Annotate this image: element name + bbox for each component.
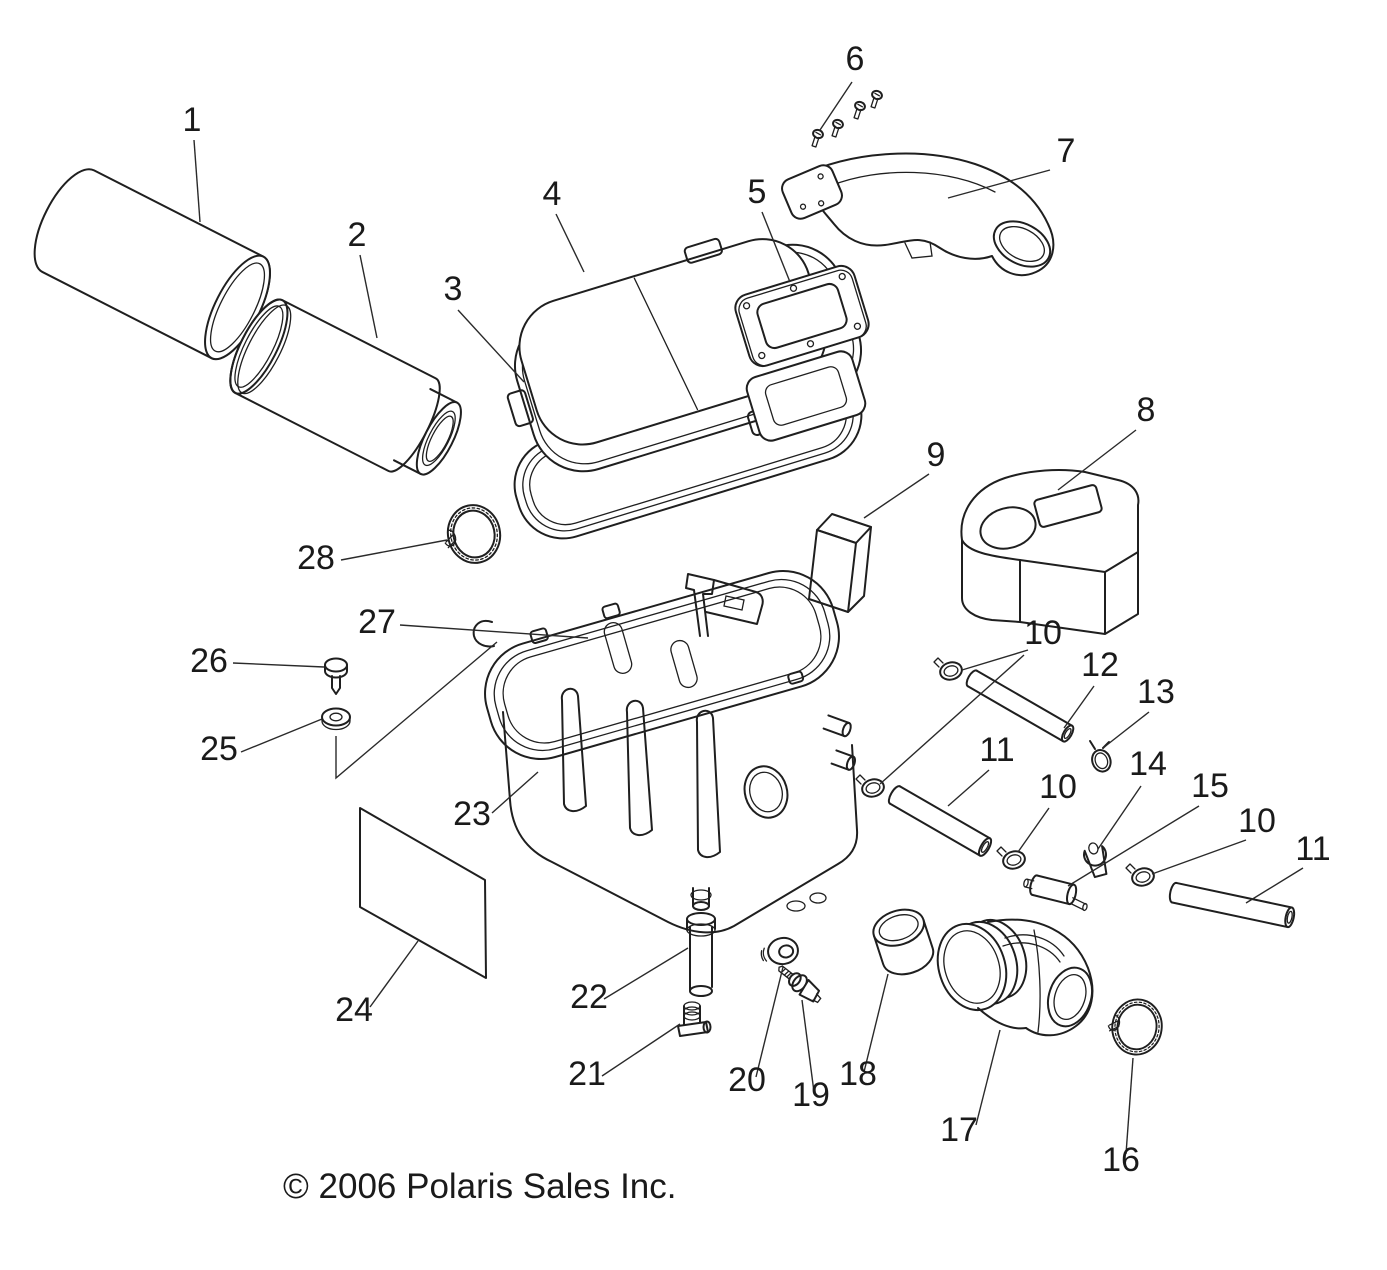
callout-17: 17 <box>940 1111 978 1149</box>
leader-lines <box>193 81 1304 1155</box>
callout-15: 15 <box>1191 767 1229 805</box>
callout-23: 23 <box>453 795 491 833</box>
cover-collar-drawing <box>745 350 867 442</box>
part-25-washer-drawing <box>321 707 351 731</box>
callout-7: 7 <box>1057 132 1076 170</box>
callout-10c: 10 <box>1238 802 1276 840</box>
callout-26: 26 <box>190 642 228 680</box>
callout-10a: 10 <box>1024 614 1062 652</box>
part-26-rivet-drawing <box>324 657 348 695</box>
callout-25: 25 <box>200 730 238 768</box>
part-19-sensor-drawing <box>778 965 822 1004</box>
part-21-drain-fitting-drawing <box>677 1001 712 1037</box>
part-7-intake-duct-drawing <box>781 152 1055 277</box>
part-15-drain-valve-drawing <box>1023 874 1088 912</box>
callout-11b: 11 <box>1295 830 1330 868</box>
part-4-airbox-cover-drawing <box>506 237 863 473</box>
part-6-screws-drawing <box>811 89 883 148</box>
callout-18: 18 <box>839 1055 877 1093</box>
part-11-hose-drawing <box>887 785 1296 929</box>
callout-8: 8 <box>1137 391 1156 429</box>
part-14-clamp-bracket-drawing <box>1083 842 1108 879</box>
callout-labels: 1 2 3 4 5 6 7 8 9 10 12 13 11 10 14 15 1… <box>183 40 1331 1179</box>
callout-1: 1 <box>183 101 202 139</box>
part-8-mount-block-drawing <box>960 469 1140 635</box>
callout-20: 20 <box>728 1061 766 1099</box>
callout-14: 14 <box>1129 745 1167 783</box>
part-17-intake-boot-drawing <box>936 918 1094 1037</box>
callout-3: 3 <box>444 270 463 308</box>
part-22-drain-tube-drawing <box>686 912 716 997</box>
callout-5: 5 <box>748 173 767 211</box>
part-1-outer-filter-drawing <box>33 168 271 361</box>
part-13-clip-drawing <box>1089 740 1112 773</box>
part-24-decal-drawing <box>359 807 487 979</box>
callout-27: 27 <box>358 603 396 641</box>
callout-22: 22 <box>570 978 608 1016</box>
callout-19: 19 <box>792 1076 830 1114</box>
part-18-seal-ring-drawing <box>872 908 935 976</box>
callout-2: 2 <box>348 216 367 254</box>
copyright-text: © 2006 Polaris Sales Inc. <box>283 1167 677 1206</box>
callout-13: 13 <box>1137 673 1175 711</box>
callout-6: 6 <box>846 40 865 78</box>
part-10-clamp-drawing <box>855 657 1157 890</box>
callout-12: 12 <box>1081 646 1119 684</box>
callout-21: 21 <box>568 1055 606 1093</box>
rivet-location-line <box>335 641 498 780</box>
part-28-hose-clamp-drawing <box>437 499 507 570</box>
part-23-airbox-base-drawing <box>472 569 859 934</box>
part-9-foam-block-drawing <box>808 513 872 613</box>
part-2-filter-element-drawing <box>229 298 462 476</box>
callout-11a: 11 <box>979 731 1014 769</box>
callout-28: 28 <box>297 539 335 577</box>
callout-9: 9 <box>927 436 946 474</box>
part-12-hose-drawing <box>965 669 1075 743</box>
callout-24: 24 <box>335 991 373 1029</box>
callout-16: 16 <box>1102 1141 1140 1179</box>
callout-4: 4 <box>543 175 562 213</box>
part-5-cover-plate-drawing <box>734 264 870 368</box>
part-16-hose-clamp-drawing <box>1103 994 1167 1059</box>
part-20-grommet-drawing <box>760 936 799 966</box>
callout-10b: 10 <box>1039 768 1077 806</box>
